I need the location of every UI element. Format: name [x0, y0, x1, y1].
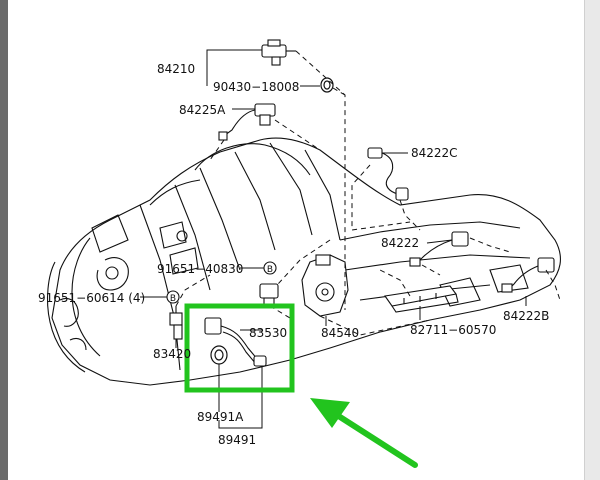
part-84225A-sensor	[218, 103, 276, 141]
label-83420: 83420	[153, 347, 191, 361]
part-84210-sensor	[261, 39, 296, 66]
left-window-edge	[0, 0, 8, 480]
highlight-box	[184, 303, 295, 393]
label-84225A: 84225A	[179, 103, 226, 117]
label-84222B: 84222B	[503, 309, 549, 323]
transmission-housing	[46, 137, 561, 386]
label-82711-60570: 82711−60570	[410, 323, 496, 337]
part-90430-gasket	[320, 77, 334, 93]
assembly-lines	[175, 50, 561, 336]
bolt-marker-2: B	[166, 290, 180, 304]
part-89491A-gasket	[210, 345, 228, 365]
label-91651-40830: 91651−40830	[157, 262, 243, 276]
label-84540: 84540	[321, 326, 359, 340]
label-83530: 83530	[249, 326, 287, 340]
part-speed-sensor-small	[259, 283, 279, 307]
label-89491A: 89491A	[197, 410, 244, 424]
part-83420-sensor	[169, 306, 183, 340]
part-84222C-sensor	[367, 147, 409, 201]
part-83530-sensor	[204, 317, 267, 367]
right-window-edge	[584, 0, 600, 480]
label-84222C: 84222C	[411, 146, 458, 160]
part-84222B-sensor	[501, 257, 555, 293]
part-84222-sensor	[409, 231, 469, 267]
bolt-symbol: B	[267, 265, 273, 275]
label-91651-60614: 91651−60614 (4)	[38, 291, 145, 305]
label-89491: 89491	[218, 433, 256, 447]
bolt-symbol: B	[170, 294, 176, 304]
arrow-icon	[310, 398, 418, 468]
bolt-marker-1: B	[263, 261, 277, 275]
part-82711-harness	[384, 285, 459, 313]
label-84210: 84210	[157, 62, 195, 76]
part-84540-switch	[301, 254, 349, 317]
label-90430-18008: 90430−18008	[213, 80, 299, 94]
label-84222: 84222	[381, 236, 419, 250]
